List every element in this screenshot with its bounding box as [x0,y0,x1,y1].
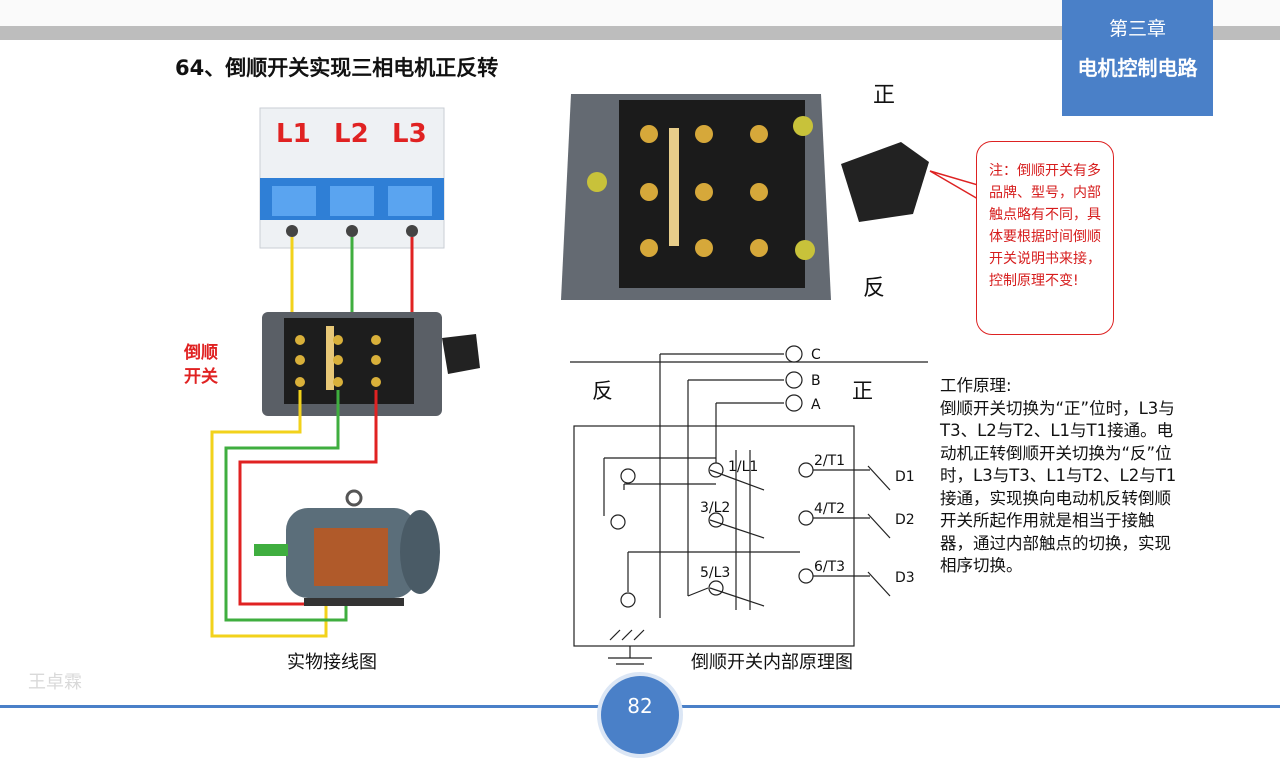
breaker-label-l2: L2 [334,119,369,149]
left-caption: 实物接线图 [287,652,377,673]
terminal-l1: 1/L1 [728,459,758,475]
terminal-t1: 2/T1 [814,453,845,469]
chapter-number: 第三章 [1108,18,1166,40]
contact-d3: D3 [895,570,915,586]
breaker-label-l3: L3 [392,119,427,149]
terminal-l3: 5/L3 [700,565,730,581]
terminal-b: B [811,373,821,389]
terminal-t3: 6/T3 [814,559,845,575]
contact-d1: D1 [895,469,915,485]
chapter-title: 电机控制电路 [1077,56,1198,80]
chapter-badge: 第三章 电机控制电路 [1062,0,1213,116]
photo-label-reverse: 反 [863,276,886,301]
breaker-label-l1: L1 [276,119,311,149]
terminal-l2: 3/L2 [700,500,730,516]
switch-schematic: C B A 1/L1 3/L2 5/L3 2/T1 4/T2 6/T3 D1 D… [570,345,928,665]
note-callout: 注：倒顺开关有多品牌、型号，内部触点略有不同，具体要根据时间倒顺开关说明书来接，… [976,141,1114,335]
principle-heading: 工作原理: [940,376,1012,395]
terminal-t2: 4/T2 [814,501,845,517]
working-principle: 工作原理: 倒顺开关切换为“正”位时，L3与T3、L2与T2、L1与T1接通。电… [940,375,1180,578]
note-text: 注：倒顺开关有多品牌、型号，内部触点略有不同，具体要根据时间倒顺开关说明书来接，… [989,163,1101,289]
right-caption: 倒顺开关内部原理图 [691,652,853,673]
schematic-label-reverse: 反 [592,379,613,403]
switch-label-2: 开关 [184,366,218,387]
page-number-badge: 82 [597,672,683,758]
slide-title: 64、倒顺开关实现三相电机正反转 [175,56,499,80]
schematic-label-forward: 正 [852,379,873,403]
photo-label-forward: 正 [873,83,896,108]
top-gray-bar [0,26,1280,40]
contact-d2: D2 [895,512,915,528]
switch-photo [541,64,929,320]
principle-body: 倒顺开关切换为“正”位时，L3与T3、L2与T2、L1与T1接通。电动机正转倒顺… [940,398,1177,576]
terminal-c: C [811,347,821,363]
terminal-a: A [811,397,821,413]
wiring-photo: L1 L2 L3 倒顺 开关 [176,90,506,650]
page-number: 82 [627,694,653,718]
note-pointer [929,170,979,201]
watermark: 王卓霖 [28,672,82,693]
switch-label-1: 倒顺 [183,343,218,363]
